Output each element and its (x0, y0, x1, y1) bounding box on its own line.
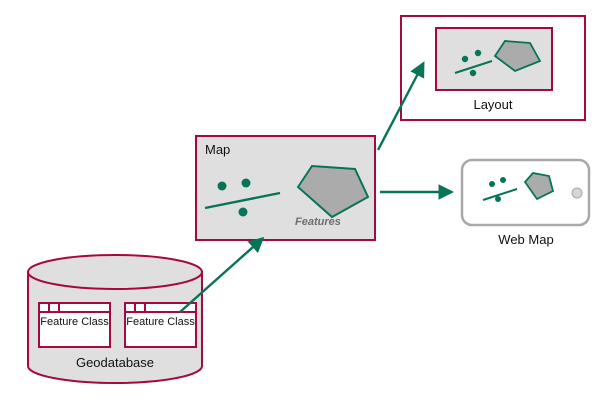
geodatabase-label: Geodatabase (75, 355, 155, 370)
map-node: Map Features (195, 135, 376, 241)
layout-label: Layout (473, 97, 513, 112)
line-feature-icon (454, 60, 493, 74)
geodatabase-node: Feature Class Feature Class Geodatabase (25, 253, 205, 387)
layout-node: Layout (400, 15, 586, 121)
polygon-feature-icon (493, 40, 542, 73)
point-feature-icon (469, 69, 477, 77)
point-feature-icon (238, 207, 248, 217)
point-feature-icon (461, 55, 469, 63)
device-home-button-icon (571, 187, 583, 199)
feature-class-label: Feature Class (126, 316, 195, 328)
web-map-node: Web Map (460, 158, 592, 258)
point-feature-icon (474, 49, 482, 57)
polygon-feature-icon (523, 172, 555, 201)
cylinder-top-icon (27, 254, 203, 290)
line-feature-icon (204, 191, 281, 210)
polygon-feature-icon (296, 164, 370, 219)
point-feature-icon (500, 177, 506, 183)
tablet-device-icon (460, 158, 591, 227)
layout-map-frame (435, 27, 553, 91)
point-feature-icon (217, 181, 227, 191)
web-map-label: Web Map (498, 232, 554, 247)
table-header-icon (40, 304, 109, 313)
map-features-graphic-icon (204, 164, 370, 219)
map-label: Map (205, 142, 231, 157)
point-feature-icon (495, 196, 501, 202)
feature-class-table: Feature Class (38, 302, 111, 348)
cylinder-body-icon (27, 271, 203, 384)
feature-class-table: Feature Class (124, 302, 197, 348)
point-feature-icon (489, 181, 495, 187)
layout-map-graphic-icon (454, 40, 542, 77)
line-feature-icon (482, 188, 518, 201)
device-body-icon (460, 158, 591, 227)
table-header-icon (126, 304, 195, 313)
cylinder-icon (27, 254, 203, 384)
point-feature-icon (241, 178, 251, 188)
features-caption: Features (295, 216, 341, 228)
feature-class-label: Feature Class (40, 316, 109, 328)
